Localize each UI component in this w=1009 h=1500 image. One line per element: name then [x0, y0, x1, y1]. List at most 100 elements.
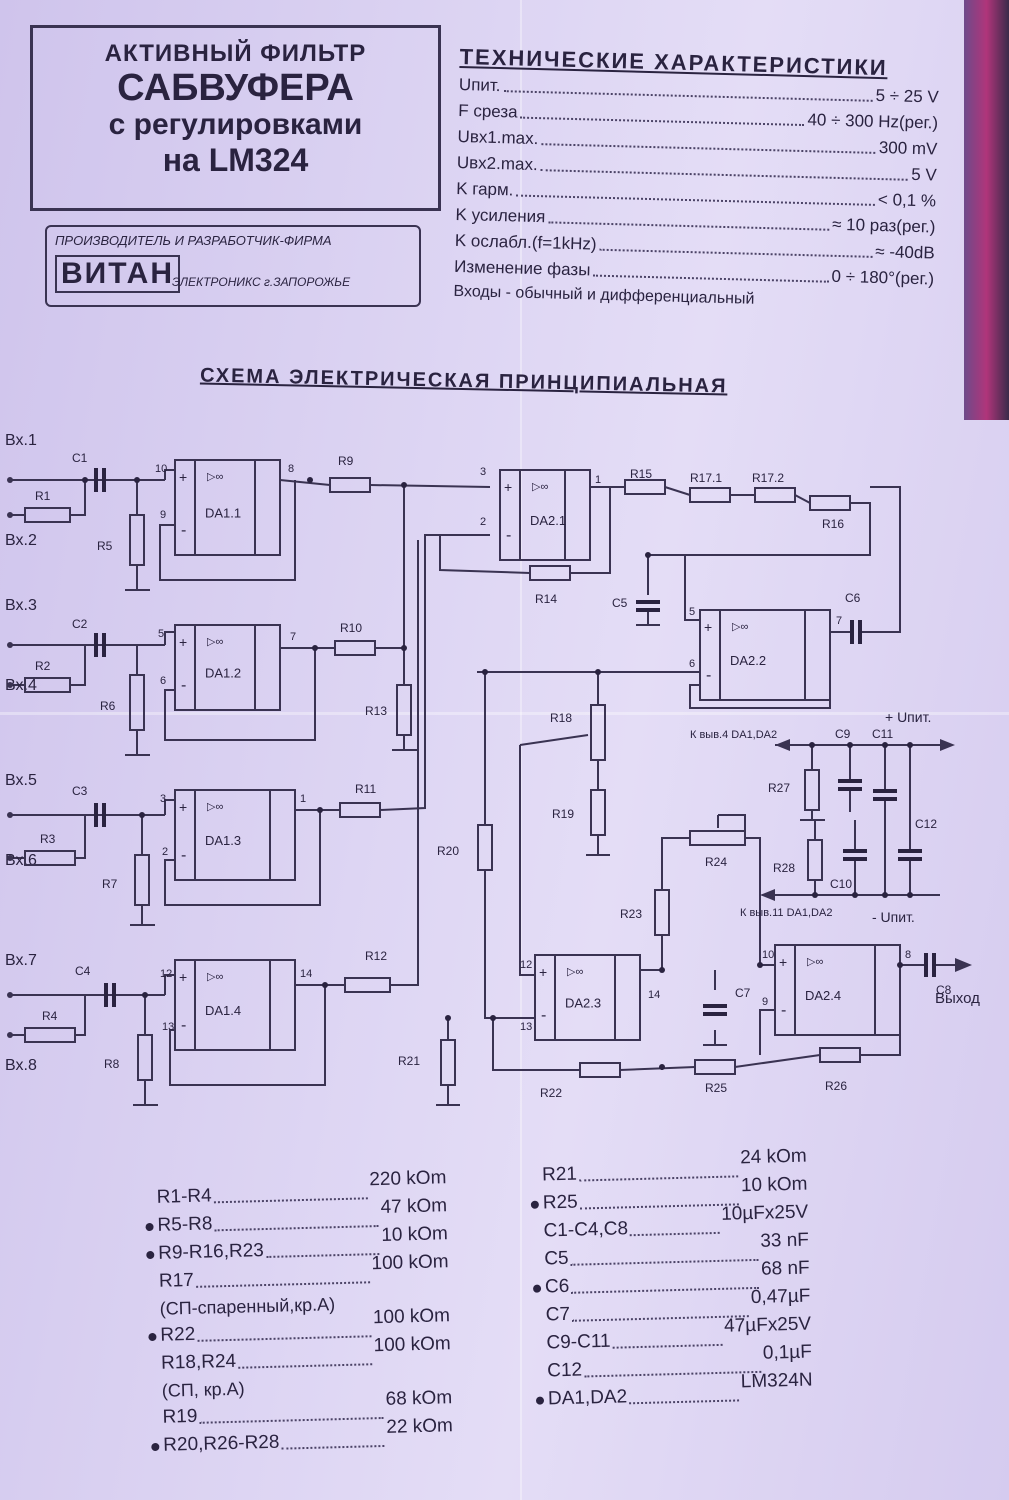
pin-number: 7 [290, 631, 296, 643]
part-value: LM324N [740, 1369, 813, 1393]
resistor-R5 [129, 514, 145, 566]
title-line-3: с регулировками [108, 108, 363, 141]
pin-number: 3 [480, 466, 486, 478]
wire [164, 810, 321, 906]
junction-dot [907, 892, 913, 898]
opamp-symbol: ▷∞ [207, 471, 223, 483]
resistor-R26 [819, 1047, 861, 1063]
paper-fold-horizontal [0, 712, 1009, 715]
arrow-plus-supply-icon [940, 739, 955, 751]
leader-dots [578, 1156, 739, 1182]
opamp-plus-input: + [179, 969, 187, 985]
resistor-label: R6 [100, 699, 116, 713]
resistor-label: R27 [768, 781, 790, 795]
part-ref: C12 [546, 1359, 583, 1382]
part-ref: R25 [542, 1191, 578, 1214]
resistor-R28 [807, 839, 823, 881]
input-terminal-icon [7, 642, 13, 648]
part-ref: R19 [162, 1405, 198, 1428]
capacitor-label: C12 [915, 817, 937, 831]
capacitor-label: C6 [845, 591, 861, 605]
junction-dot [809, 742, 815, 748]
resistor-R16 [809, 495, 851, 511]
opamp-symbol: ▷∞ [807, 956, 823, 968]
resistor-R1 [24, 507, 71, 523]
wire [647, 502, 871, 595]
input-label-Вх.5: Вх.5 [5, 772, 37, 789]
resistor-label: R25 [705, 1081, 727, 1095]
junction-dot [847, 742, 853, 748]
resistor-R15 [624, 479, 666, 495]
opamp-minus-input: - [781, 1002, 786, 1019]
resistor-R3 [24, 850, 76, 866]
pin-number: 2 [480, 516, 486, 528]
pin-number: 12 [520, 959, 532, 971]
wire [570, 487, 611, 574]
wire [70, 645, 86, 686]
opamp-DA1.2 [174, 624, 281, 711]
pin-number: 13 [520, 1021, 532, 1033]
leader-dots [579, 1184, 740, 1210]
output-arrow-icon [955, 958, 972, 972]
wire [75, 995, 86, 1036]
part-ref: C5 [544, 1247, 569, 1270]
resistor-R20 [477, 824, 493, 871]
arrow-minus-supply-icon [760, 889, 775, 901]
wire [619, 1066, 696, 1071]
opamp-symbol: ▷∞ [207, 971, 223, 983]
part-value: 100 kOm [372, 1305, 451, 1329]
wire [379, 534, 490, 811]
opamp-plus-input: + [179, 799, 187, 815]
part-value: 47µFx25V [723, 1313, 812, 1337]
opamp-minus-input: - [181, 677, 186, 694]
leader-dots [265, 1234, 380, 1258]
wire [794, 494, 811, 504]
leader-dots [213, 1178, 368, 1204]
power-plus-label: + Uпит. [885, 709, 931, 725]
wire [164, 469, 175, 480]
resistor-R23 [654, 889, 670, 936]
opamp-symbol: ▷∞ [207, 801, 223, 813]
pin-number: 9 [762, 996, 768, 1008]
pin-number: 5 [689, 606, 695, 618]
part-value: 33 nF [760, 1229, 810, 1252]
input-terminal-icon [7, 477, 13, 483]
resistor-label: R12 [365, 949, 387, 963]
opamp-label: DA1.1 [205, 506, 241, 521]
wire [734, 1054, 821, 1068]
opamp-symbol: ▷∞ [532, 481, 548, 493]
part-ref: R21 [541, 1163, 578, 1186]
junction-dot [897, 962, 903, 968]
part-ref: R20,R26-R28 [163, 1431, 280, 1456]
resistor-R24 [689, 830, 746, 846]
junction-dot [595, 669, 601, 675]
opamp-label: DA2.3 [565, 996, 601, 1011]
pin-number: 6 [689, 658, 695, 670]
wire [640, 935, 663, 971]
junction-dot [645, 552, 651, 558]
resistor-R21 [440, 1039, 456, 1086]
wire [164, 799, 175, 815]
opamp-minus-input: - [181, 1017, 186, 1034]
junction-dot [852, 892, 858, 898]
junction-dot [659, 1064, 665, 1070]
capacitor-label: C11 [872, 727, 893, 741]
junction-dot [659, 967, 665, 973]
junction-dot [312, 645, 318, 651]
part-value: 68 kOm [385, 1387, 453, 1410]
leader-dots [237, 1344, 373, 1369]
opamp-DA1.3 [174, 789, 296, 881]
capacitor-label: C4 [75, 964, 91, 978]
wire [390, 540, 419, 986]
wire [164, 648, 316, 741]
resistor-R17.2 [754, 487, 796, 503]
logo-top-text: ПРОИЗВОДИТЕЛЬ И РАЗРАБОТЧИК-ФИРМА [55, 233, 332, 248]
resistor-label: R4 [42, 1009, 58, 1023]
resistor-label: R11 [355, 782, 376, 796]
pin-number: 6 [160, 675, 166, 687]
circuit-schematic: Вх.1Вх.2Вх.3Вх.4Вх.5Вх.6Вх.7Вх.8+-▷∞DA1.… [5, 432, 980, 1106]
title-box: АКТИВНЫЙ ФИЛЬТР САБВУФЕРА с регулировкам… [30, 25, 441, 211]
resistor-R2 [24, 677, 71, 693]
part-value: 10 kOm [740, 1173, 808, 1197]
resistor-R10 [334, 640, 376, 656]
